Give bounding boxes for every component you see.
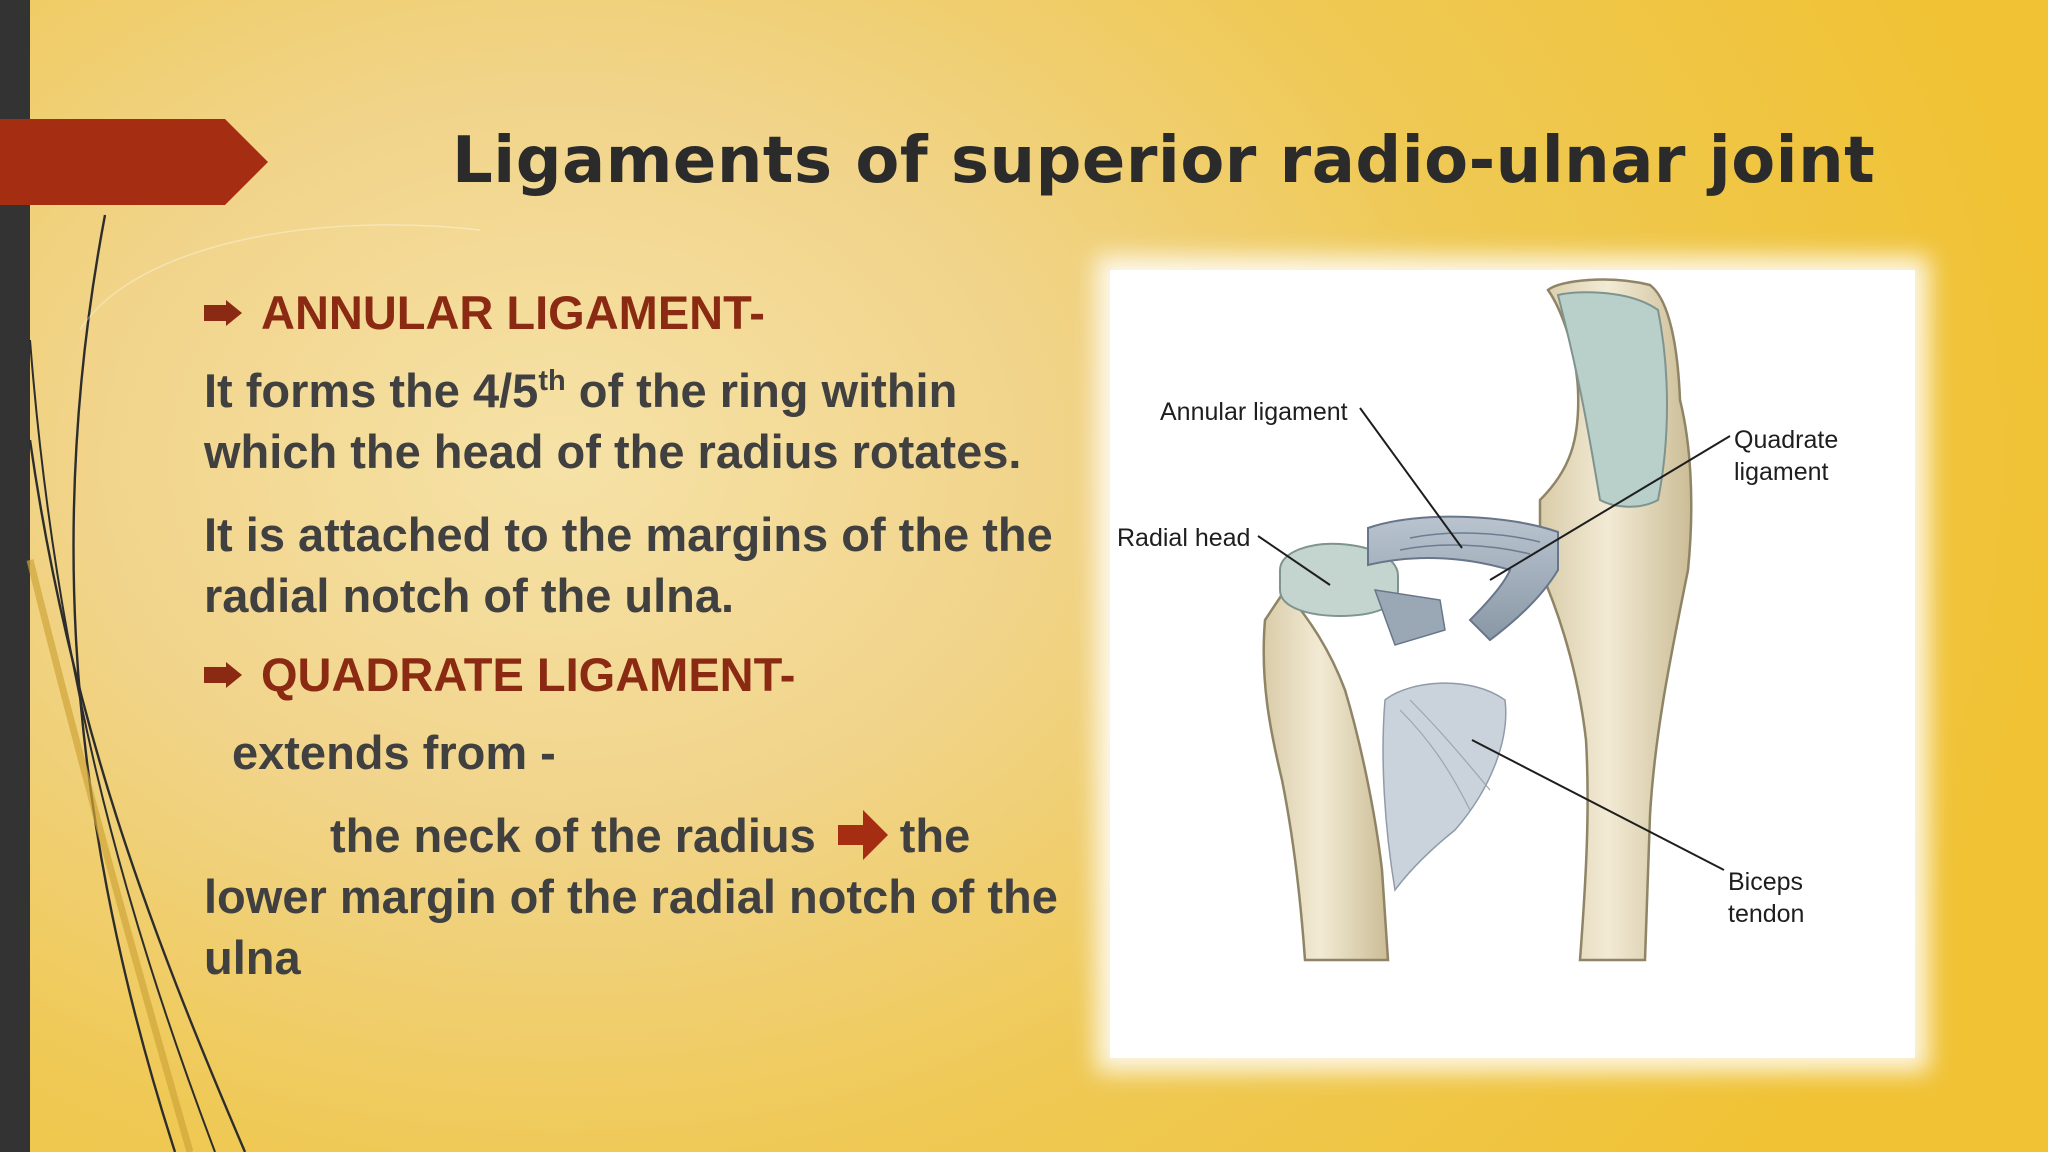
label-quadrate: Quadrate — [1734, 426, 1839, 454]
label-biceps: Biceps — [1728, 868, 1804, 896]
content-body: ANNULAR LIGAMENT- It forms the 4/5th of … — [204, 278, 1064, 988]
label-quadrate-ligament: ligament — [1734, 458, 1829, 486]
title-arrow-banner — [0, 119, 268, 205]
arrow-bullet-icon — [204, 662, 242, 688]
annular-leader-line — [1359, 407, 1463, 549]
anatomy-figure: Annular ligament Radial head Quadrate li… — [1110, 270, 1915, 1058]
right-arrow-icon — [837, 810, 888, 860]
heading-text: ANNULAR LIGAMENT- — [261, 286, 765, 339]
superscript-th: th — [538, 365, 566, 397]
biceps-leader-line — [1471, 739, 1725, 871]
quadrate-ligament — [1373, 589, 1446, 646]
label-biceps-tendon: tendon — [1728, 900, 1805, 928]
quadrate-ligament-heading: QUADRATE LIGAMENT- — [204, 640, 1064, 710]
radio-ulnar-joint-illustration — [1257, 278, 1731, 962]
label-radial-head: Radial head — [1117, 524, 1251, 552]
annular-ring-description: It forms the 4/5th of the ring within wh… — [204, 364, 1022, 478]
arrow-bullet-icon — [204, 300, 242, 326]
quadrate-leader-line — [1489, 435, 1731, 581]
quadrate-extends-text: extends from - — [232, 726, 556, 779]
label-annular-ligament: Annular ligament — [1160, 398, 1348, 426]
slide-title: Ligaments of superior radio-ulnar joint — [452, 124, 1876, 198]
annular-attachment-description: It is attached to the margins of the the… — [204, 508, 1053, 622]
trochlear-cartilage — [1556, 291, 1668, 508]
radial-head-leader-line — [1257, 535, 1331, 586]
radius-bone — [1262, 587, 1390, 962]
heading-text: QUADRATE LIGAMENT- — [261, 648, 796, 701]
biceps-tendon — [1382, 682, 1507, 892]
annular-ligament-heading: ANNULAR LIGAMENT- — [204, 278, 1064, 348]
